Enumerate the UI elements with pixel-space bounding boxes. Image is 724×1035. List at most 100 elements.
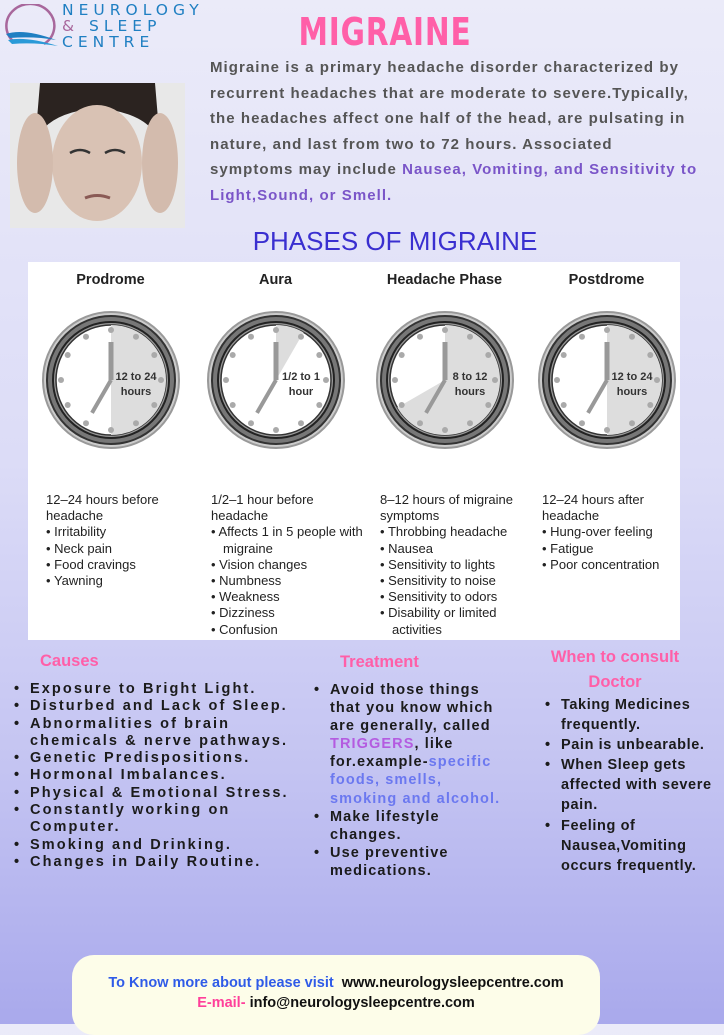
phase-title: Prodrome bbox=[76, 272, 145, 288]
clock-tick bbox=[315, 402, 322, 408]
phase-column: Prodrome 12 to 24 hours 12–24 hours befo… bbox=[28, 262, 193, 588]
list-item: Physical & Emotional Stress. bbox=[14, 785, 294, 803]
trigger-examples: specific foods, smells, smoking and alco… bbox=[330, 754, 501, 807]
list-item: Neck pain bbox=[46, 541, 206, 557]
clock-label: 1/2 to 1 bbox=[282, 371, 320, 383]
clock-tick bbox=[578, 333, 585, 340]
clock-label: hour bbox=[288, 386, 313, 398]
clock-tick bbox=[646, 352, 653, 358]
logo-line3: CENTRE bbox=[62, 33, 155, 51]
clock-tick bbox=[229, 402, 236, 408]
list-item: Sensitivity to noise bbox=[380, 573, 540, 589]
clock-tick bbox=[272, 427, 279, 433]
clock-tick bbox=[416, 420, 423, 427]
treatment-heading: Treatment bbox=[340, 653, 419, 671]
phase-title: Headache Phase bbox=[386, 272, 503, 288]
clock-tick bbox=[82, 333, 89, 340]
clock-tick bbox=[441, 327, 448, 333]
list-item: Disability or limited activities bbox=[380, 605, 540, 637]
clock-tick bbox=[229, 352, 236, 358]
clock-icon: 8 to 12 hours bbox=[375, 311, 514, 449]
clock-shaded-duration bbox=[110, 325, 166, 435]
clock-tick bbox=[297, 420, 304, 427]
website-link[interactable]: www.neurologysleepcentre.com bbox=[341, 975, 564, 991]
clock-tick bbox=[441, 427, 448, 433]
clock-tick bbox=[466, 420, 473, 427]
clock-tick bbox=[132, 420, 139, 427]
woman-headache-image bbox=[10, 83, 185, 228]
clock-label: 12 to 24 bbox=[611, 371, 653, 383]
list-item: Fatigue bbox=[542, 541, 702, 557]
clock-tick bbox=[653, 377, 660, 383]
list-item: Confusion bbox=[211, 622, 371, 638]
clock-tick bbox=[82, 420, 89, 427]
treatment-text: Avoid those things that you know which a… bbox=[330, 682, 494, 735]
clock-tick bbox=[553, 377, 560, 383]
list-item: Use preventive medications. bbox=[314, 844, 514, 880]
phase-lead: 1/2–1 hour before headache bbox=[211, 492, 314, 524]
list-item: When Sleep gets affected with severe pai… bbox=[545, 755, 720, 815]
list-item: Irritability bbox=[46, 524, 206, 540]
intro-symptoms-highlight: Nausea, Vomiting, and Sensitivity to Lig… bbox=[210, 161, 698, 204]
logo-line1: NEUROLOGY bbox=[62, 1, 204, 19]
clock-label: hours bbox=[454, 386, 485, 398]
clock-tick bbox=[150, 352, 157, 358]
phases-heading: PHASES OF MIGRAINE bbox=[252, 226, 538, 256]
clock-shaded-duration bbox=[606, 325, 662, 435]
clock-tick bbox=[398, 402, 405, 408]
clock-tick bbox=[628, 333, 635, 340]
phase-lead: 8–12 hours of migraine symptoms bbox=[380, 492, 513, 524]
clock-tick bbox=[64, 352, 71, 358]
phases-panel: Prodrome 12 to 24 hours 12–24 hours befo… bbox=[28, 262, 680, 640]
list-item: Yawning bbox=[46, 573, 206, 589]
causes-heading: Causes bbox=[40, 652, 99, 670]
treatment-list: Avoid those things that you know which a… bbox=[314, 681, 514, 880]
intro-text: Migraine is a primary headache disorder … bbox=[210, 59, 689, 178]
clock-tick bbox=[107, 427, 114, 433]
clock-tick bbox=[578, 420, 585, 427]
clock-shaded-duration bbox=[396, 325, 500, 435]
clock-tick bbox=[416, 333, 423, 340]
email-label: E-mail- bbox=[197, 995, 246, 1011]
list-item: Poor concentration bbox=[542, 557, 702, 573]
phase-title: Aura bbox=[258, 272, 293, 288]
clock-tick bbox=[646, 402, 653, 408]
clock-tick bbox=[484, 352, 491, 358]
clock-tick bbox=[315, 352, 322, 358]
clock-tick bbox=[157, 377, 164, 383]
logo-line2: SLEEP bbox=[89, 17, 162, 35]
clock-tick bbox=[398, 352, 405, 358]
email-link[interactable]: info@neurologysleepcentre.com bbox=[249, 995, 475, 1011]
clock-tick bbox=[560, 402, 567, 408]
intro-end: . bbox=[387, 186, 393, 204]
phase-column: Postdrome 12 to 24 hours 12–24 hours aft… bbox=[524, 262, 689, 572]
list-item: Vision changes bbox=[211, 557, 371, 573]
clock-label: 12 to 24 bbox=[115, 371, 157, 383]
clinic-logo: NEUROLOGY & SLEEP CENTRE bbox=[4, 2, 199, 58]
clock-tick bbox=[628, 420, 635, 427]
clock-tick bbox=[57, 377, 64, 383]
list-item: Sensitivity to lights bbox=[380, 557, 540, 573]
contact-footer: To Know more about please visit www.neur… bbox=[72, 955, 600, 1035]
clock-tick bbox=[297, 333, 304, 340]
clock-tick bbox=[150, 402, 157, 408]
clock-tick bbox=[132, 333, 139, 340]
phase-column: Aura 1/2 to 1 hour 1/2–1 hour before hea… bbox=[193, 262, 363, 637]
clock-icon: 12 to 24 hours bbox=[537, 311, 676, 449]
list-item: Constantly working on Computer. bbox=[14, 802, 294, 837]
treatment-text: , like for.example- bbox=[330, 736, 454, 771]
list-item: Weakness bbox=[211, 589, 371, 605]
list-item: Disturbed and Lack of Sleep. bbox=[14, 698, 294, 716]
list-item: Feeling of Nausea,Vomiting occurs freque… bbox=[545, 816, 720, 876]
clock-tick bbox=[484, 402, 491, 408]
doctor-list: Taking Medicines frequently.Pain is unbe… bbox=[545, 695, 720, 876]
logo-wave-icon bbox=[5, 4, 58, 46]
list-item: Genetic Predispositions. bbox=[14, 750, 294, 768]
list-item: Throbbing headache bbox=[380, 524, 540, 540]
list-item: Avoid those things that you know which a… bbox=[314, 681, 514, 808]
clock-tick bbox=[466, 333, 473, 340]
list-item: Numbness bbox=[211, 573, 371, 589]
clock-tick bbox=[64, 402, 71, 408]
clock-label: hours bbox=[616, 386, 647, 398]
clock-tick bbox=[603, 327, 610, 333]
